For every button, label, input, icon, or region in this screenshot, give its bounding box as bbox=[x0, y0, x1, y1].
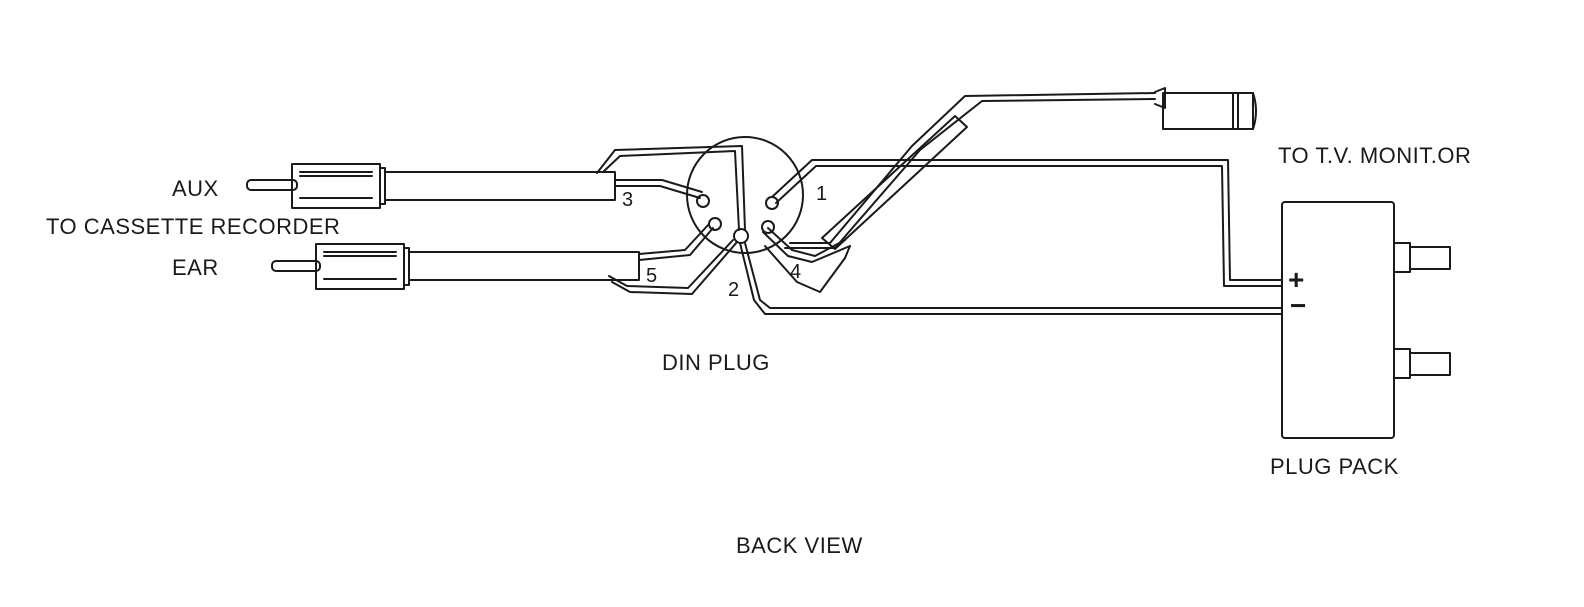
video-lead-sleeve bbox=[821, 115, 968, 250]
tv-monitor-label: TO T.V. MONIT.OR bbox=[1278, 143, 1472, 168]
cassette-recorder-label: TO CASSETTE RECORDER bbox=[46, 214, 341, 239]
ear-label: EAR bbox=[172, 255, 219, 280]
pin-2-label: 2 bbox=[728, 279, 740, 301]
din-plug-label: DIN PLUG bbox=[662, 350, 770, 375]
wire-ear-shield bbox=[608, 239, 738, 295]
tv-monitor-connector bbox=[1154, 87, 1257, 130]
wire-pin1-positive bbox=[771, 159, 1283, 287]
pin-3-label: 3 bbox=[622, 189, 634, 211]
pin-5-label: 5 bbox=[646, 265, 658, 287]
aux-phono-plug bbox=[246, 163, 616, 209]
aux-label: AUX bbox=[172, 176, 219, 201]
back-view-label: BACK VIEW bbox=[736, 533, 863, 558]
wire-pin5-ear bbox=[638, 223, 714, 261]
positive-terminal-label: + bbox=[1288, 264, 1305, 295]
wire-aux-shield bbox=[596, 145, 746, 231]
plug-pack-label: PLUG PACK bbox=[1270, 454, 1399, 479]
pin-4-label: 4 bbox=[790, 261, 802, 283]
negative-terminal-label: − bbox=[1290, 290, 1307, 321]
plug-pack bbox=[1281, 201, 1451, 439]
wire-pin3-aux bbox=[614, 179, 703, 199]
wire-video-lead bbox=[784, 92, 1156, 249]
wire-pin4 bbox=[762, 227, 851, 293]
pin-1-label: 1 bbox=[816, 183, 828, 205]
ear-phono-plug bbox=[271, 243, 640, 290]
wire-pin2-negative bbox=[739, 242, 1283, 315]
